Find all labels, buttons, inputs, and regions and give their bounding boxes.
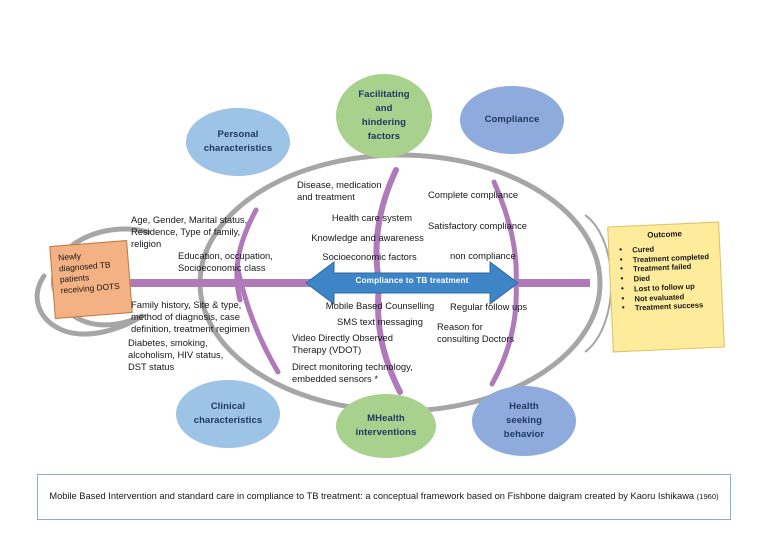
caption-text: Mobile Based Intervention and standard c… — [49, 489, 718, 504]
caption-main: Mobile Based Intervention and standard c… — [49, 491, 695, 502]
category-ellipse-clinical[interactable]: Clinical characteristics — [176, 380, 280, 448]
category-ellipse-compliance[interactable]: Compliance — [460, 86, 564, 154]
cause-text-facilitating-4: Socioeconomic factors — [322, 251, 417, 262]
cause-text-clinical-2: Diabetes, smoking, alcoholism, HIV statu… — [128, 337, 224, 373]
cause-text-compliance-1: Complete compliance — [428, 189, 519, 200]
rib-compliance — [491, 179, 519, 287]
category-label: Personal characteristics — [203, 129, 273, 154]
input-box[interactable]: Newly diagnosed TB patients receiving DO… — [49, 240, 133, 319]
caption-year: (1960) — [696, 492, 719, 502]
cause-text-facilitating-2: Health care system — [331, 212, 413, 223]
category-ellipse-personal[interactable]: Personal characteristics — [186, 108, 290, 176]
compliance-arrow[interactable] — [305, 261, 519, 305]
cause-text-compliance-2: Satisfactory compliance — [428, 220, 528, 231]
cause-text-health-seeking-2: Reason for consulting Doctors — [437, 321, 515, 345]
category-label: Clinical characteristics — [193, 401, 263, 426]
cause-text-mhealth-1: Mobile Based Counselling — [325, 300, 435, 311]
cause-text-health-seeking-1: Regular follow ups — [450, 301, 528, 312]
category-ellipse-health-seeking[interactable]: Health seeking behavior — [472, 386, 576, 456]
cause-text-mhealth-2: SMS text messaging — [337, 316, 423, 327]
cause-text-facilitating-3: Knowledge and awareness — [311, 232, 424, 243]
cause-text-personal-2: Education, occupation, Socioeconomic cla… — [178, 250, 273, 274]
cause-text-facilitating-1: Disease, medication and treatment — [297, 179, 382, 203]
rib-personal — [234, 207, 259, 303]
cause-text-mhealth-3: Video Directly Observed Therapy (VDOT) — [292, 332, 393, 356]
category-label: Compliance — [484, 114, 540, 126]
category-ellipse-facilitating[interactable]: Facilitating and hindering factors — [336, 74, 432, 158]
rib-health-seeking — [489, 279, 519, 387]
category-label: Health seeking behavior — [503, 401, 545, 440]
category-label: MHealth interventions — [355, 413, 417, 438]
cause-text-compliance-3: non compliance — [450, 250, 516, 261]
category-ellipse-mhealth[interactable]: MHealth interventions — [336, 394, 436, 458]
input-box-text: Newly diagnosed TB patients receiving DO… — [57, 250, 121, 296]
outcome-list: Cured Treatment completed Treatment fail… — [615, 242, 718, 314]
rib-clinical — [235, 267, 281, 375]
cause-text-mhealth-4: Direct monitoring technology, embedded s… — [292, 361, 413, 385]
outcome-box[interactable]: Outcome Cured Treatment completed Treatm… — [607, 221, 725, 353]
category-label: Facilitating and hindering factors — [358, 89, 410, 142]
caption-box: Mobile Based Intervention and standard c… — [37, 474, 731, 520]
cause-text-personal-1: Age, Gender, Marital status, Residence, … — [131, 214, 248, 250]
cause-text-clinical-1: Family history, Site & type, method of d… — [131, 299, 250, 335]
outcome-title: Outcome — [647, 229, 683, 240]
